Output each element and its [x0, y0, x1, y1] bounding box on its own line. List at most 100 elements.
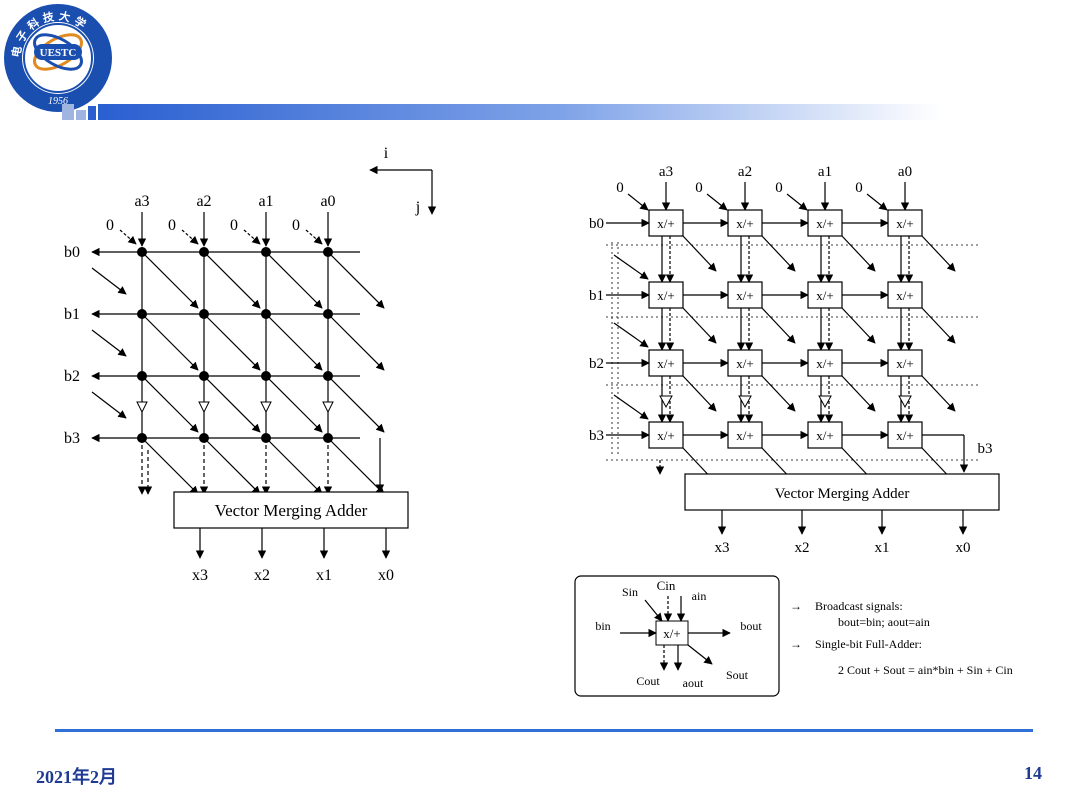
diagonal-wire — [265, 313, 323, 371]
logo-emblem-icon — [33, 33, 83, 71]
a-input-label: a3 — [659, 164, 673, 180]
b-input-label: b0 — [64, 244, 80, 261]
page-number: 14 — [1024, 763, 1042, 783]
zero-input-label: 0 — [292, 217, 300, 234]
output-label: x2 — [795, 540, 810, 556]
pe-cell-box — [648, 421, 684, 449]
pe-cell-label: x/+ — [896, 216, 913, 231]
output-label: x3 — [715, 540, 730, 556]
pe-cell-box — [887, 281, 923, 309]
buffer-icon — [260, 401, 272, 414]
cell-diagonal-wire — [682, 307, 717, 344]
zero-input-wire — [866, 193, 888, 211]
note2-arrow-icon: → — [790, 637, 802, 651]
buffer-icon — [322, 401, 334, 414]
zero-input-label: 0 — [106, 217, 114, 234]
cell-diagonal-wire — [841, 307, 876, 344]
buffer-icon — [898, 395, 912, 409]
footer-date: 2021年2月 — [36, 767, 117, 787]
cell-diagonal-wire — [921, 235, 956, 272]
cell-diagonal-wire — [761, 375, 796, 412]
vector-merging-adder-box — [684, 473, 1000, 511]
b-input-label: b2 — [589, 356, 604, 372]
pe-cell-box — [727, 281, 763, 309]
a-input-label: a0 — [898, 164, 912, 180]
pe-cell-label: x/+ — [736, 288, 753, 303]
buffer-icon — [136, 401, 148, 414]
b3-out-label: b3 — [978, 441, 993, 457]
carry-feed-wire — [613, 322, 649, 348]
pe-cell-label: x/+ — [657, 356, 674, 371]
a-input-label: a1 — [818, 164, 832, 180]
carry-feed-wire — [613, 254, 649, 280]
logo-abbr: UESTC — [40, 47, 77, 59]
a-input-label: a1 — [258, 193, 273, 210]
legend-bin-label: bin — [595, 619, 610, 633]
zero-input-label: 0 — [230, 217, 238, 234]
diagonal-wire — [141, 313, 199, 371]
b-input-label: b2 — [64, 368, 80, 385]
legend-cin-label: Cin — [657, 578, 676, 593]
pe-cell-label: x/+ — [816, 356, 833, 371]
zero-input-wire — [181, 229, 199, 245]
cell-diagonal-wire — [682, 375, 717, 412]
vector-merging-adder-box — [173, 491, 409, 529]
pe-cell-box — [648, 349, 684, 377]
legend-sin-label: Sin — [622, 585, 638, 599]
pe-cell-label: x/+ — [896, 288, 913, 303]
pe-cell-label: x/+ — [736, 356, 753, 371]
diagonal-wire — [203, 437, 261, 495]
note1-title: Broadcast signals: — [815, 599, 903, 613]
buffer-icon — [738, 395, 752, 409]
pe-cell-label: x/+ — [816, 428, 833, 443]
cell-diagonal-wire — [841, 235, 876, 272]
a-input-label: a2 — [196, 193, 211, 210]
b-input-label: b3 — [64, 430, 80, 447]
output-label: x3 — [192, 567, 208, 584]
footer-divider — [55, 729, 1033, 732]
vector-merging-adder-label: Vector Merging Adder — [775, 486, 910, 502]
note1-body: bout=bin; aout=ain — [838, 615, 930, 629]
b-input-label: b1 — [64, 306, 80, 323]
cell-diagonal-wire — [841, 375, 876, 412]
pe-cell-label: x/+ — [657, 288, 674, 303]
zero-input-wire — [243, 229, 261, 245]
zero-input-wire — [627, 193, 649, 211]
note2-title: Single-bit Full-Adder: — [815, 637, 922, 651]
pe-cell-label: x/+ — [816, 288, 833, 303]
pe-cell-box — [727, 209, 763, 237]
pe-cell-box — [887, 209, 923, 237]
pe-cell-box — [807, 281, 843, 309]
pe-cell-label: x/+ — [896, 428, 913, 443]
pe-cell-label: x/+ — [657, 216, 674, 231]
zero-input-wire — [706, 193, 728, 211]
pe-cell-label: x/+ — [736, 428, 753, 443]
legend-cell-label: x/+ — [663, 626, 680, 641]
legend-sout-wire — [687, 644, 713, 665]
diagonal-wire — [203, 251, 261, 309]
zero-input-label: 0 — [168, 217, 176, 234]
carry-feed-wire — [91, 267, 127, 295]
zero-input-label: 0 — [775, 180, 783, 196]
zero-input-label: 0 — [855, 180, 863, 196]
pe-cell-box — [887, 421, 923, 449]
note2-body: 2 Cout + Sout = ain*bin + Sin + Cin — [838, 663, 1013, 677]
zero-input-wire — [119, 229, 137, 245]
diagonal-wire — [265, 437, 323, 495]
diagonal-wire — [203, 375, 261, 433]
legend-ain-label: ain — [692, 589, 707, 603]
vector-merging-adder-label: Vector Merging Adder — [215, 501, 368, 520]
cell-diagonal-wire — [682, 235, 717, 272]
cell-diagonal-wire — [761, 307, 796, 344]
output-label: x0 — [956, 540, 971, 556]
carry-feed-wire — [613, 394, 649, 420]
diagonal-wire — [141, 251, 199, 309]
cell-diagonal-wire — [921, 375, 956, 412]
pe-cell-label: x/+ — [736, 216, 753, 231]
direction-i-label: i — [384, 145, 389, 162]
direction-j-label: j — [415, 199, 420, 216]
